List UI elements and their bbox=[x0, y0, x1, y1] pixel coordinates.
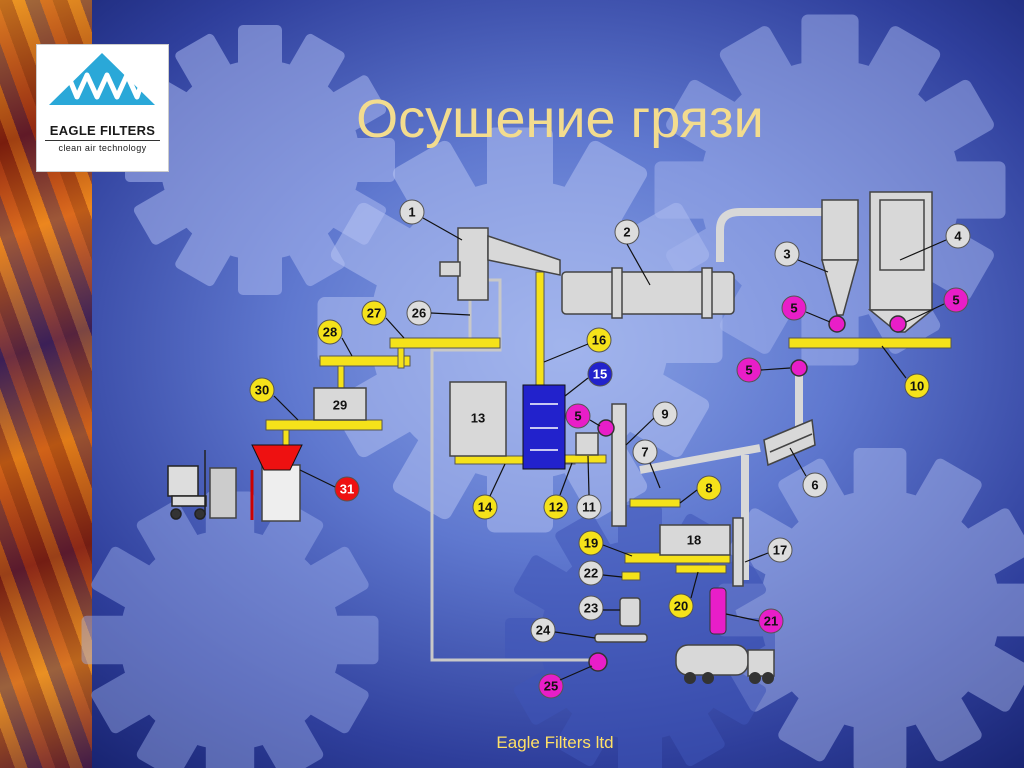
callout-label: 15 bbox=[593, 367, 607, 382]
callout-label: 5 bbox=[745, 363, 752, 378]
equipment bbox=[209, 191, 935, 677]
callout-24 bbox=[530, 617, 556, 643]
callout-label: 18 bbox=[687, 533, 701, 548]
callout-9 bbox=[652, 401, 678, 427]
callout-label: 9 bbox=[661, 407, 668, 422]
callout-label: 16 bbox=[592, 333, 606, 348]
fan-unit bbox=[709, 587, 727, 635]
callout-label: 31 bbox=[340, 482, 354, 497]
callout-label: 1 bbox=[408, 205, 415, 220]
truck-wheels-icon bbox=[684, 672, 774, 684]
callout-label: 10 bbox=[910, 379, 924, 394]
conveyors bbox=[265, 271, 952, 581]
callout-label: 12 bbox=[549, 500, 563, 515]
callout-label: 14 bbox=[478, 500, 493, 515]
callout-8 bbox=[696, 475, 722, 501]
ww-logo-icon bbox=[49, 53, 155, 105]
callout-14 bbox=[472, 494, 498, 520]
callout-label: 20 bbox=[674, 599, 688, 614]
callout-labels: 1 2 3 4 5 5 5 5 6 7 8 9 10 11 12 13 14 1… bbox=[255, 205, 963, 694]
callout-circles bbox=[249, 199, 971, 699]
callout-3 bbox=[774, 241, 800, 267]
callout-23 bbox=[578, 595, 604, 621]
callout-7 bbox=[632, 439, 658, 465]
filter-arrows bbox=[530, 403, 558, 451]
callout-label: 5 bbox=[952, 293, 959, 308]
logo-tagline: clean air technology bbox=[58, 143, 147, 153]
callout-27 bbox=[361, 300, 387, 326]
callout-label: 17 bbox=[773, 543, 787, 558]
logo-name: EAGLE FILTERS bbox=[49, 123, 156, 138]
rotary-valves bbox=[588, 315, 907, 672]
callout-17 bbox=[767, 537, 793, 563]
callout-22 bbox=[578, 560, 604, 586]
callout-31 bbox=[334, 476, 360, 502]
callout-label: 5 bbox=[574, 409, 581, 424]
callout-label: 3 bbox=[783, 247, 790, 262]
callout-25 bbox=[538, 673, 564, 699]
forklift-icon bbox=[167, 450, 207, 520]
callout-label: 4 bbox=[954, 229, 962, 244]
callout-label: 23 bbox=[584, 601, 598, 616]
callout-label: 2 bbox=[623, 225, 630, 240]
callout-6 bbox=[802, 472, 828, 498]
callout-label: 6 bbox=[811, 478, 818, 493]
duct-pipes bbox=[639, 208, 822, 580]
callout-12 bbox=[543, 494, 569, 520]
callout-30 bbox=[249, 377, 275, 403]
leader-lines bbox=[273, 217, 947, 681]
callout-28 bbox=[317, 319, 343, 345]
callout-4 bbox=[945, 223, 971, 249]
callout-15 bbox=[587, 361, 613, 387]
footer-company: Eagle Filters ltd bbox=[496, 733, 614, 752]
callout-5a bbox=[781, 295, 807, 321]
callout-5d bbox=[565, 403, 591, 429]
callout-label: 27 bbox=[367, 306, 381, 321]
callout-label: 22 bbox=[584, 566, 598, 581]
slide-title: Осушение грязи bbox=[356, 89, 764, 149]
bagging-hopper bbox=[251, 444, 303, 471]
callout-label: 13 bbox=[471, 411, 485, 426]
callout-label: 26 bbox=[412, 306, 426, 321]
callout-20 bbox=[668, 593, 694, 619]
callout-19 bbox=[578, 530, 604, 556]
callout-label: 5 bbox=[790, 301, 797, 316]
callout-16 bbox=[586, 327, 612, 353]
callout-label: 25 bbox=[544, 679, 558, 694]
callout-5b bbox=[943, 287, 969, 313]
callout-label: 28 bbox=[323, 325, 337, 340]
eagle-filters-logo: EAGLE FILTERS clean air technology bbox=[36, 44, 169, 172]
callout-label: 11 bbox=[582, 500, 596, 515]
callout-label: 19 bbox=[584, 536, 598, 551]
filter-unit bbox=[522, 384, 566, 470]
callout-label: 21 bbox=[764, 614, 778, 629]
callout-10 bbox=[904, 373, 930, 399]
callout-label: 24 bbox=[536, 623, 551, 638]
callout-label: 8 bbox=[705, 481, 712, 496]
callout-1 bbox=[399, 199, 425, 225]
callout-label: 29 bbox=[333, 398, 347, 413]
callout-label: 30 bbox=[255, 383, 269, 398]
logo-divider bbox=[45, 140, 160, 141]
callout-label: 7 bbox=[641, 445, 648, 460]
